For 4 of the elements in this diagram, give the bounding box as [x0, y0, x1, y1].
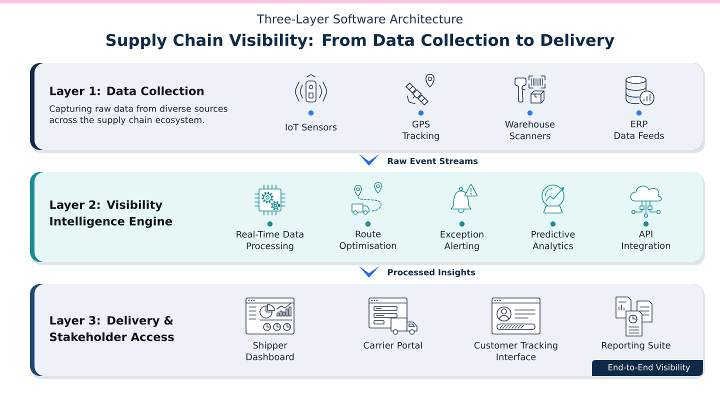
edge-label: Processed Insights: [386, 268, 477, 278]
title: Supply Chain Visibility: From Data Collection to Delivery: [106, 34, 614, 50]
edge-label: Raw Event Streams: [386, 156, 480, 166]
subtitle: Three-Layer Software Architecture: [256, 14, 462, 26]
